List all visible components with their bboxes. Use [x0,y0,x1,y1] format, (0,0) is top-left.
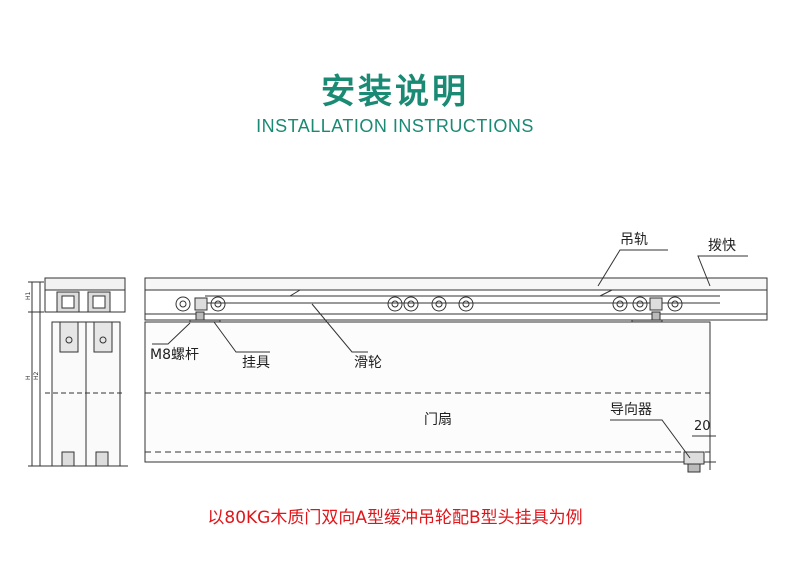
label-door-leaf: 门扇 [424,412,452,428]
svg-text:H1: H1 [25,291,32,300]
roller-middle [387,296,474,312]
svg-text:H2: H2 [33,371,40,380]
page-subtitle: INSTALLATION INSTRUCTIONS [256,116,534,136]
label-guide: 导向器 [610,402,652,418]
label-rail: 吊轨 [620,232,648,248]
roller-left [175,296,226,312]
roller-right [612,296,683,312]
side-view: H1 H H2 [25,277,128,467]
label-hanger: 挂具 [242,355,270,371]
page-title: 安装说明 [321,72,469,112]
dimension-20: 20 [694,419,711,434]
svg-text:H: H [25,375,32,380]
label-stopper: 拨快 [708,238,736,254]
front-view [144,249,768,473]
label-roller: 滑轮 [354,354,382,371]
example-caption: 以80KG木质门双向A型缓冲吊轮配B型头挂具为例 [207,508,583,528]
label-bolt: M8螺杆 [150,347,199,363]
